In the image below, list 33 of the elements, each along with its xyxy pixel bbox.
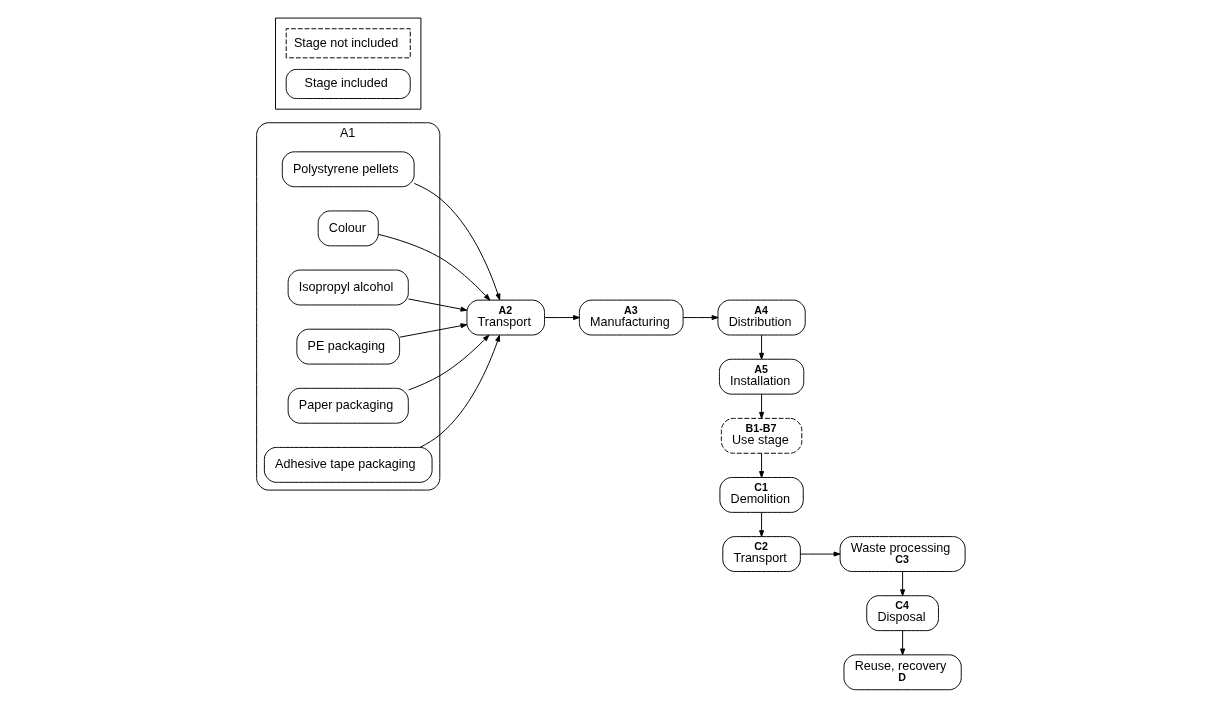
- node-box: A5 Installation: [718, 358, 804, 395]
- arrow: [758, 334, 764, 360]
- arrow: [543, 315, 580, 321]
- arrow: [419, 334, 500, 448]
- legend-label: Stage not included: [293, 35, 398, 50]
- node-box: Paper packaging: [287, 387, 409, 424]
- arrow: [758, 511, 764, 537]
- node-box: PE packaging: [295, 328, 400, 365]
- node-box: C1 Demolition: [718, 477, 804, 513]
- arrow: [799, 551, 840, 557]
- arrow: [413, 182, 500, 301]
- node-box: Colour: [317, 210, 379, 247]
- arrow: [682, 315, 718, 321]
- node-box: B1-B7 Use stage: [720, 417, 802, 454]
- arrow: [899, 571, 905, 597]
- node-box: Waste processing C3: [839, 536, 966, 572]
- arrow: [407, 298, 467, 312]
- arrow: [377, 233, 490, 301]
- arrow: [899, 630, 905, 656]
- node-box: A4 Distribution: [717, 299, 806, 336]
- arrow: [758, 452, 764, 478]
- arrow: [398, 323, 467, 338]
- node-box: Reuse, recovery D: [843, 654, 962, 691]
- node-box: Polystyrene pellets: [281, 151, 415, 188]
- node-box: A3 Manufacturing: [578, 299, 684, 336]
- node-box: Adhesive tape packaging: [263, 446, 433, 483]
- node-box: Isopropyl alcohol: [287, 269, 409, 306]
- arrow: [407, 334, 489, 391]
- legend-label: Stage included: [304, 76, 388, 91]
- node-box: C4 Disposal: [865, 595, 939, 632]
- node-box: A2 Transport: [465, 299, 545, 336]
- arrow: [758, 393, 764, 419]
- node-box: C2 Transport: [721, 536, 801, 572]
